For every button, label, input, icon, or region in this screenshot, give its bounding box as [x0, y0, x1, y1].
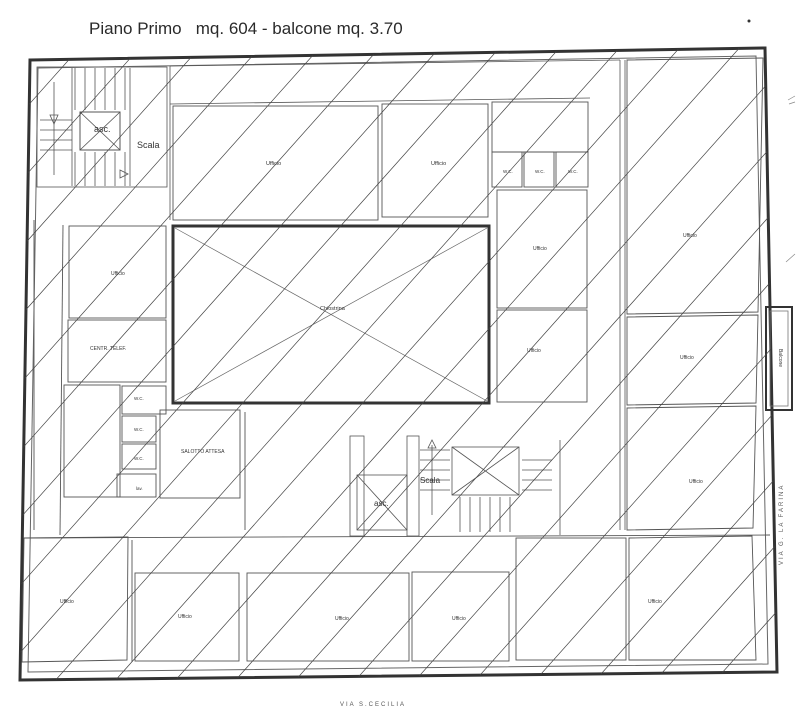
label-ufficio-east-3: Ufficio	[689, 479, 703, 485]
label-ufficio-east-2: Ufficio	[680, 355, 694, 361]
label-ufficio-bottom-1: Ufficio	[60, 599, 74, 605]
label-ufficio-bottom-4: Ufficio	[452, 616, 466, 622]
label-centr-telef: CENTR. TELEF.	[90, 346, 126, 352]
label-wc-west-2: W.C.	[134, 427, 144, 432]
label-salotto-attesa: SALOTTO ATTESA	[181, 449, 225, 455]
room-ufficio-bottom-1	[21, 536, 129, 663]
courtyard	[171, 224, 491, 405]
label-lav: lav.	[136, 486, 143, 491]
scala-label-upper: Scala	[137, 140, 160, 150]
label-wc-top-1: W.C.	[503, 169, 513, 174]
courtyard-label: Chiostrina	[320, 306, 346, 312]
room-ufficio-bottom-5	[628, 535, 757, 661]
room-ufficio-right-col-2	[496, 309, 588, 403]
label-ufficio-right-col-1: Ufficio	[533, 246, 547, 252]
room-ufficio-bottom-3	[246, 572, 410, 662]
asc-label-upper: asc.	[94, 124, 111, 134]
label-wc-top-3: W.C.	[568, 169, 578, 174]
label-wc-west-3: W.C.	[134, 456, 144, 461]
room-ufficio-west	[68, 225, 167, 319]
scala-label-lower: Scala	[420, 476, 441, 485]
room-ufficio-top-2	[381, 103, 489, 218]
label-ufficio-bottom-3: Ufficio	[335, 616, 349, 622]
room-ufficio-east-3	[626, 405, 757, 531]
label-ufficio-top-2: Ufficio	[431, 161, 446, 167]
label-wc-top-2: W.C.	[535, 169, 545, 174]
room-ufficio-east-1	[626, 57, 764, 315]
label-wc-west-1: W.C.	[134, 396, 144, 401]
building-outline	[18, 46, 779, 682]
street-label-east: VIA G. LA FARINA	[779, 484, 785, 565]
balcony-label: Balcone	[777, 349, 783, 367]
room-ufficio-right-col-1	[496, 189, 588, 309]
street-label-south: VIA S.CECILIA	[340, 702, 406, 708]
label-ufficio-top-1: Ufficio	[266, 161, 281, 167]
stair-upper-left	[36, 66, 168, 188]
balcony: Balcone	[765, 306, 793, 411]
label-ufficio-east-1: Ufficio	[683, 233, 697, 239]
stair-lower-center	[349, 435, 561, 537]
label-ufficio-bottom-5: Ufficio	[648, 599, 662, 605]
room-salotto-attesa	[159, 409, 241, 499]
label-ufficio-right-col-2: Ufficio	[527, 348, 541, 354]
plan-title: Piano Primo mq. 604 - balcone mq. 3.70	[89, 19, 403, 38]
room-centr-telef	[67, 319, 167, 383]
room-ufficio-top-1	[172, 105, 379, 221]
room-ufficio-bottom-2	[134, 572, 240, 662]
label-ufficio-bottom-2: Ufficio	[178, 614, 192, 620]
asc-label-lower: asc.	[374, 499, 389, 508]
